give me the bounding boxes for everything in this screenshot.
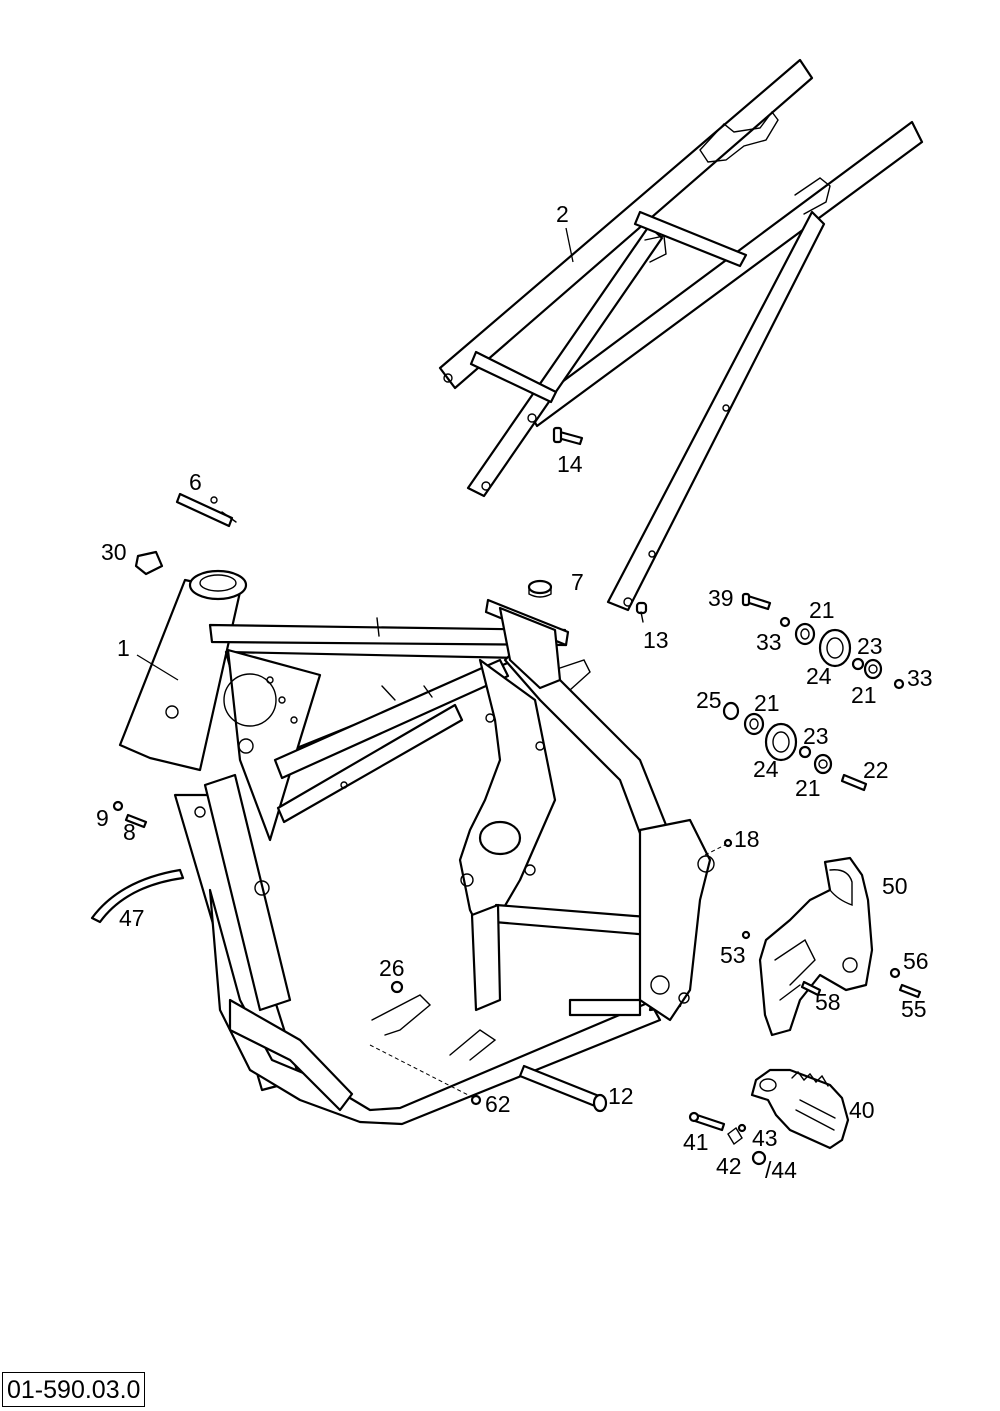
callout-47: 47 xyxy=(119,905,145,931)
callout-21-a: 21 xyxy=(809,597,835,623)
callout-41: 41 xyxy=(683,1129,709,1155)
callout-13: 13 xyxy=(643,627,669,653)
bolt-55 xyxy=(898,983,922,999)
callout-56: 56 xyxy=(903,948,929,974)
bushing-21-d xyxy=(813,753,833,775)
callout-42: 42 xyxy=(716,1153,742,1179)
drawing-number: 01-590.03.0 xyxy=(2,1372,146,1407)
washer-9 xyxy=(112,800,124,812)
leader-lines xyxy=(136,227,574,681)
washer-33-upper xyxy=(779,616,791,628)
bolt-26 xyxy=(390,980,404,994)
bolt-22 xyxy=(840,773,868,792)
callout-30: 30 xyxy=(101,539,127,565)
callout-33-b: 33 xyxy=(907,665,933,691)
spring-42 xyxy=(727,1126,743,1146)
plug-30 xyxy=(134,550,164,576)
chain-guard-50 xyxy=(758,856,874,1037)
pin-41 xyxy=(688,1111,726,1132)
callouts: 1 2 6 7 8 9 12 13 14 18 21 21 21 21 22 2… xyxy=(96,201,933,1183)
bolt-62 xyxy=(369,1044,482,1106)
callout-23-b: 23 xyxy=(803,723,829,749)
callout-25: 25 xyxy=(696,687,722,713)
bushing-21-c xyxy=(743,712,765,736)
callout-14: 14 xyxy=(557,451,583,477)
callout-21-d: 21 xyxy=(795,775,821,801)
callout-12: 12 xyxy=(608,1083,634,1109)
callout-1: 1 xyxy=(117,635,130,661)
bolt-14 xyxy=(552,426,584,446)
callout-22: 22 xyxy=(863,757,889,783)
washer-43 xyxy=(737,1123,747,1133)
mount-bolt-39 xyxy=(741,592,772,611)
callout-53: 53 xyxy=(720,942,746,968)
callout-58: 58 xyxy=(815,989,841,1015)
washer-33-right xyxy=(893,678,905,690)
rubber-mount-24-lower xyxy=(764,722,798,762)
washer-44 xyxy=(751,1150,767,1166)
bolt-13 xyxy=(635,601,648,623)
callout-26: 26 xyxy=(379,955,405,981)
callout-44: /44 xyxy=(765,1157,797,1183)
callout-43: 43 xyxy=(752,1125,778,1151)
callout-21-b: 21 xyxy=(851,682,877,708)
bolt-58 xyxy=(800,980,822,997)
cap-7 xyxy=(527,579,553,598)
callout-39: 39 xyxy=(708,585,734,611)
bushing-21-a xyxy=(794,622,816,646)
footpeg-40 xyxy=(750,1068,850,1150)
clamp-6 xyxy=(175,492,237,528)
bushing-21-b xyxy=(863,658,883,680)
callout-55: 55 xyxy=(901,996,927,1022)
screw-53 xyxy=(741,930,751,940)
callout-7: 7 xyxy=(571,569,584,595)
callout-8: 8 xyxy=(123,819,136,845)
callout-50: 50 xyxy=(882,873,908,899)
spacer-23-upper xyxy=(851,657,865,671)
spacer-23-lower xyxy=(798,745,812,759)
callout-18: 18 xyxy=(734,826,760,852)
callout-24-b: 24 xyxy=(753,756,779,782)
hose-47 xyxy=(90,868,185,924)
callout-24-a: 24 xyxy=(806,663,832,689)
callout-40: 40 xyxy=(849,1097,875,1123)
nut-25 xyxy=(722,701,740,721)
callout-2: 2 xyxy=(556,201,569,227)
main-frame xyxy=(118,569,715,1126)
rear-subframe xyxy=(438,58,924,612)
callout-21-c: 21 xyxy=(754,690,780,716)
screw-18 xyxy=(704,838,733,856)
swingarm-axle-12 xyxy=(518,1064,608,1113)
callout-9: 9 xyxy=(96,805,109,831)
callout-33-a: 33 xyxy=(756,629,782,655)
bolt-8 xyxy=(124,813,148,829)
washer-56 xyxy=(889,967,901,979)
rubber-mount-24-upper xyxy=(818,628,852,668)
callout-6: 6 xyxy=(189,469,202,495)
callout-23-a: 23 xyxy=(857,633,883,659)
callout-62: 62 xyxy=(485,1091,511,1117)
